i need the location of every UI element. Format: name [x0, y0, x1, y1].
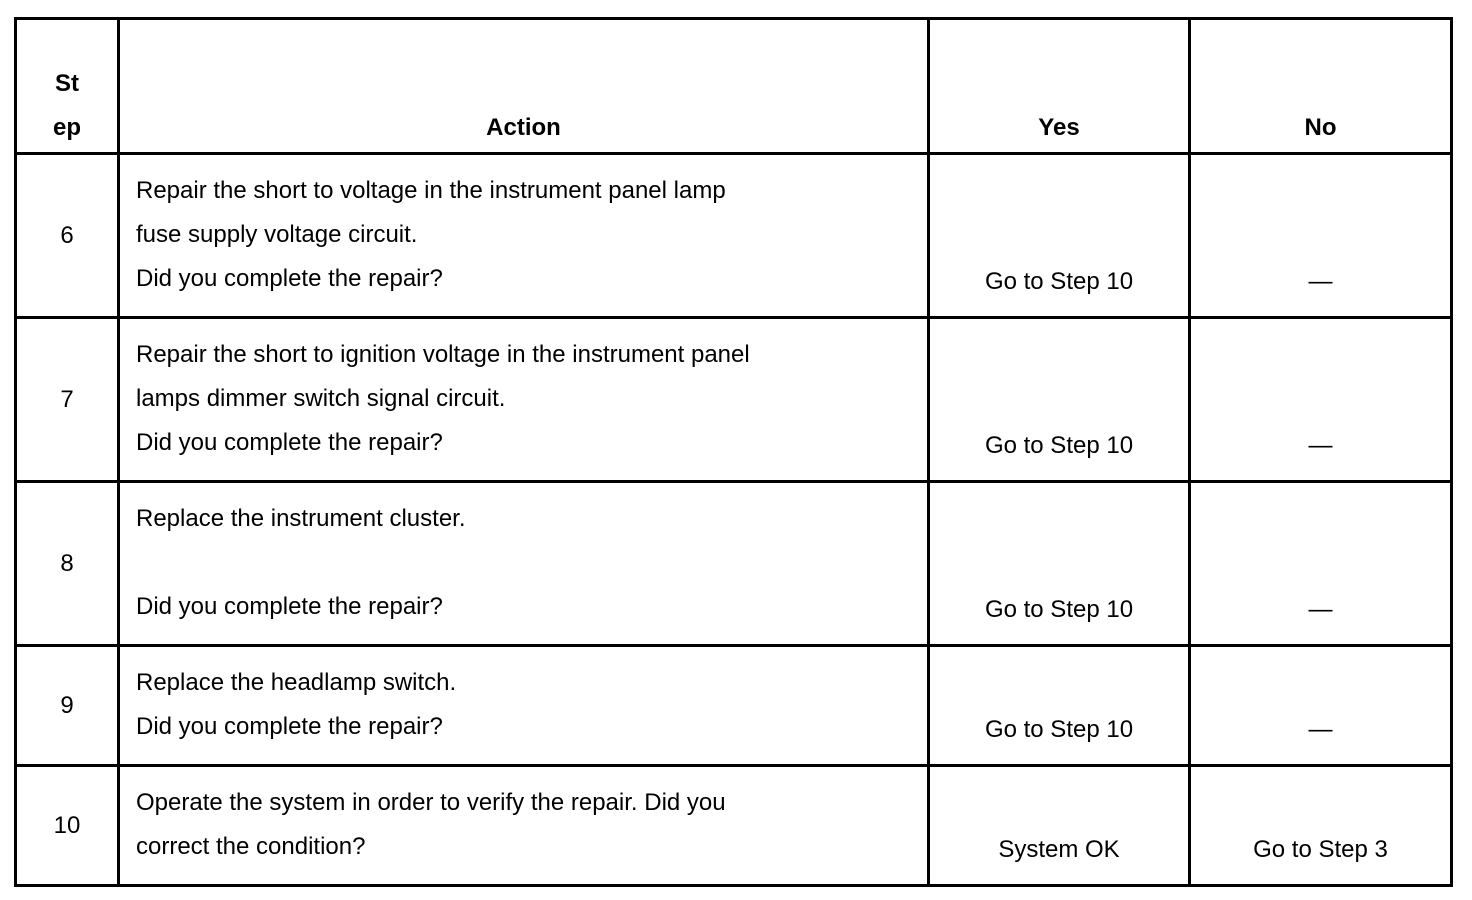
- action-question: Did you complete the repair?: [136, 429, 443, 456]
- action-line: Replace the headlamp switch.: [136, 669, 457, 696]
- action-text: Repair the short to voltage in the instr…: [117, 152, 930, 319]
- no-result: Go to Step 3: [1188, 764, 1453, 887]
- yes-result: Go to Step 10: [927, 480, 1191, 647]
- action-line: correct the condition?: [136, 833, 366, 860]
- step-number: 8: [14, 480, 120, 647]
- action-line: lamps dimmer switch signal circuit.: [136, 385, 506, 412]
- yes-result: System OK: [927, 764, 1191, 887]
- yes-result: Go to Step 10: [927, 644, 1191, 767]
- action-line: Replace the instrument cluster.: [136, 505, 466, 532]
- no-result: —: [1188, 152, 1453, 319]
- yes-column-header: Yes: [927, 17, 1191, 155]
- no-result: —: [1188, 316, 1453, 483]
- action-text: Replace the headlamp switch. Did you com…: [117, 644, 930, 767]
- diagnostic-step-table: St ep Action Yes No 6 Repair the short t…: [14, 17, 1453, 887]
- table-row: 9 Replace the headlamp switch. Did you c…: [14, 644, 1453, 767]
- table-row: 8 Replace the instrument cluster. Did yo…: [14, 480, 1453, 647]
- action-text: Operate the system in order to verify th…: [117, 764, 930, 887]
- action-question: Did you complete the repair?: [136, 265, 443, 292]
- action-line: Operate the system in order to verify th…: [136, 789, 726, 816]
- yes-result: Go to Step 10: [927, 152, 1191, 319]
- action-line: Repair the short to voltage in the instr…: [136, 177, 726, 204]
- table-row: 10 Operate the system in order to verify…: [14, 764, 1453, 887]
- step-header-line-2: ep: [52, 114, 81, 141]
- step-number: 7: [14, 316, 120, 483]
- step-header-line-1: St: [55, 70, 79, 97]
- action-column-header: Action: [117, 17, 930, 155]
- step-number: 9: [14, 644, 120, 767]
- action-question: Did you complete the repair?: [136, 713, 443, 740]
- action-text: Replace the instrument cluster. Did you …: [117, 480, 930, 647]
- no-result: —: [1188, 644, 1453, 767]
- action-line: fuse supply voltage circuit.: [136, 221, 418, 248]
- table-row: 6 Repair the short to voltage in the ins…: [14, 152, 1453, 319]
- header-row: St ep Action Yes No: [14, 17, 1453, 155]
- action-question: Did you complete the repair?: [136, 593, 443, 620]
- no-result: —: [1188, 480, 1453, 647]
- no-column-header: No: [1188, 17, 1453, 155]
- action-text: Repair the short to ignition voltage in …: [117, 316, 930, 483]
- step-number: 6: [14, 152, 120, 319]
- step-column-header: St ep: [14, 17, 120, 155]
- step-number: 10: [14, 764, 120, 887]
- table-row: 7 Repair the short to ignition voltage i…: [14, 316, 1453, 483]
- yes-result: Go to Step 10: [927, 316, 1191, 483]
- action-line: Repair the short to ignition voltage in …: [136, 341, 750, 368]
